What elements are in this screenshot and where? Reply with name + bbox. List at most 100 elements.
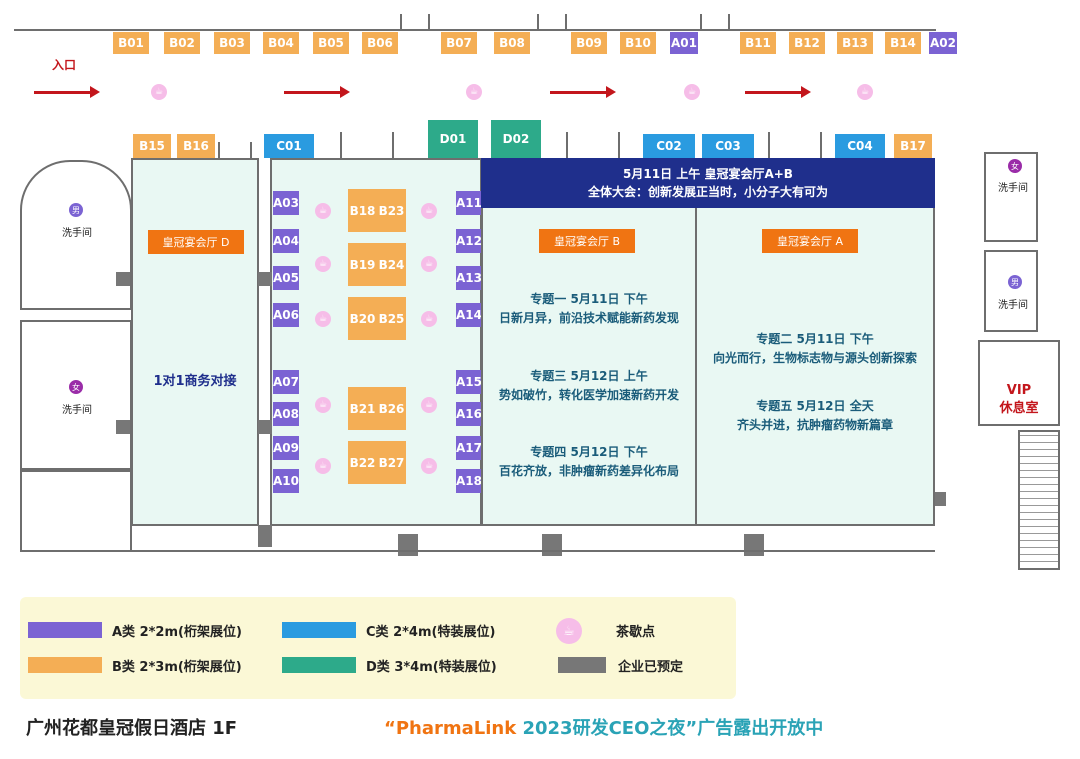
booth-B10[interactable]: B10	[620, 32, 656, 54]
plenary-banner: 5月11日 上午 皇冠宴会厅A+B 全体大会：创新发展正当时，小分子大有可为	[481, 158, 935, 208]
plenary-line1: 5月11日 上午 皇冠宴会厅A+B	[623, 167, 793, 181]
booth-B04[interactable]: B04	[263, 32, 299, 54]
booth-A02[interactable]: A02	[929, 32, 957, 54]
booth-A15[interactable]: A15	[456, 370, 482, 394]
hall-a-session-2: 专题二 5月11日 下午向光而行，生物标志物与源头创新探索	[712, 332, 917, 365]
tea-break-icon: ☕	[315, 397, 331, 413]
booth-A13[interactable]: A13	[456, 266, 482, 290]
legend-swatch-reserved	[558, 657, 606, 673]
legend-label-b: B类 2*3m(桁架展位)	[112, 660, 242, 675]
booth-A05[interactable]: A05	[273, 266, 299, 290]
flow-arrow	[34, 86, 100, 98]
booth-B14[interactable]: B14	[885, 32, 921, 54]
booth-B15[interactable]: B15	[133, 134, 171, 158]
booth-B05[interactable]: B05	[313, 32, 349, 54]
legend-swatch-b	[28, 657, 102, 673]
hall-b-session-1: 专题一 5月11日 下午日新月异，前沿技术赋能新药发现	[498, 292, 679, 325]
flow-arrow	[745, 86, 811, 98]
booth-A06[interactable]: A06	[273, 303, 299, 327]
booth-B08[interactable]: B08	[494, 32, 530, 54]
door-icon	[768, 132, 822, 158]
tea-break-icon: ☕	[421, 397, 437, 413]
tea-break-icon: ☕	[684, 84, 700, 100]
booth-B13[interactable]: B13	[837, 32, 873, 54]
hall-b-tag: 皇冠宴会厅 B	[539, 229, 635, 253]
booth-B12[interactable]: B12	[789, 32, 825, 54]
restroom-male-right	[984, 250, 1038, 332]
booth-B24[interactable]: B24	[377, 243, 406, 286]
booth-A10[interactable]: A10	[273, 469, 299, 493]
reserved-marker	[258, 420, 272, 434]
booth-B18[interactable]: B18	[348, 189, 377, 232]
booth-C02[interactable]: C02	[643, 134, 695, 158]
booth-B23[interactable]: B23	[377, 189, 406, 232]
booth-A08[interactable]: A08	[273, 402, 299, 426]
booth-A07[interactable]: A07	[273, 370, 299, 394]
booth-A03[interactable]: A03	[273, 191, 299, 215]
booth-B25[interactable]: B25	[377, 297, 406, 340]
booth-B22[interactable]: B22	[348, 441, 377, 484]
booth-B16[interactable]: B16	[177, 134, 215, 158]
tea-break-icon: ☕	[556, 618, 582, 644]
booth-D02[interactable]: D02	[491, 120, 541, 158]
booth-A16[interactable]: A16	[456, 402, 482, 426]
booth-A04[interactable]: A04	[273, 229, 299, 253]
booth-C04[interactable]: C04	[835, 134, 885, 158]
tea-break-icon: ☕	[421, 458, 437, 474]
entrance-label: 入口	[52, 58, 77, 72]
booth-B07[interactable]: B07	[441, 32, 477, 54]
booth-A17[interactable]: A17	[456, 436, 482, 460]
legend-label-reserved: 企业已预定	[618, 660, 684, 675]
booth-B03[interactable]: B03	[214, 32, 250, 54]
door-icon	[566, 132, 620, 158]
stairs	[1018, 430, 1060, 570]
booth-C03[interactable]: C03	[702, 134, 754, 158]
brand-year: 2023	[516, 718, 573, 739]
hall-b[interactable]	[481, 158, 697, 526]
door-icon	[218, 142, 252, 158]
tea-break-icon: ☕	[421, 311, 437, 327]
ad-open-text: 广告露出开放中	[697, 718, 824, 739]
booth-B06[interactable]: B06	[362, 32, 398, 54]
vip-lounge[interactable]	[978, 340, 1060, 426]
flow-arrow	[550, 86, 616, 98]
booth-A14[interactable]: A14	[456, 303, 482, 327]
booth-B09[interactable]: B09	[571, 32, 607, 54]
tea-break-icon: ☕	[421, 203, 437, 219]
booth-B21[interactable]: B21	[348, 387, 377, 430]
hall-d-tag: 皇冠宴会厅 D	[148, 230, 244, 254]
reserved-marker	[258, 525, 272, 547]
quote-close: ”	[685, 718, 698, 739]
hall-a-tag: 皇冠宴会厅 A	[762, 229, 858, 253]
male-icon: 男	[1008, 275, 1022, 289]
booth-B01[interactable]: B01	[113, 32, 149, 54]
booth-B02[interactable]: B02	[164, 32, 200, 54]
booth-C01[interactable]: C01	[264, 134, 314, 158]
reserved-marker	[258, 272, 272, 286]
tea-break-icon: ☕	[857, 84, 873, 100]
door-icon	[340, 132, 394, 158]
tea-break-icon: ☕	[151, 84, 167, 100]
booth-B26[interactable]: B26	[377, 387, 406, 430]
hall-d[interactable]	[131, 158, 259, 526]
booth-A18[interactable]: A18	[456, 469, 482, 493]
booth-D01[interactable]: D01	[428, 120, 478, 158]
hall-b-session-4: 专题四 5月12日 下午百花齐放，非肿瘤新药差异化布局	[498, 445, 679, 478]
legend-label-a: A类 2*2m(桁架展位)	[112, 625, 242, 640]
booth-A01[interactable]: A01	[670, 32, 698, 54]
hall-a-session-5: 专题五 5月12日 全天齐头并进，抗肿瘤药物新篇章	[736, 399, 893, 432]
booth-A11[interactable]: A11	[456, 191, 482, 215]
door-icon	[537, 14, 567, 30]
booth-A09[interactable]: A09	[273, 436, 299, 460]
booth-B27[interactable]: B27	[377, 441, 406, 484]
booth-B19[interactable]: B19	[348, 243, 377, 286]
booth-A12[interactable]: A12	[456, 229, 482, 253]
venue-title: 广州花都皇冠假日酒店 1F	[26, 718, 238, 739]
reserved-marker	[116, 272, 130, 286]
event-name: 研发CEO之夜	[572, 718, 686, 739]
booth-B11[interactable]: B11	[740, 32, 776, 54]
booth-B17[interactable]: B17	[894, 134, 932, 158]
hall-b-session-3: 专题三 5月12日 上午势如破竹，转化医学加速新药开发	[498, 369, 679, 402]
restroom-female	[20, 320, 132, 470]
booth-B20[interactable]: B20	[348, 297, 377, 340]
